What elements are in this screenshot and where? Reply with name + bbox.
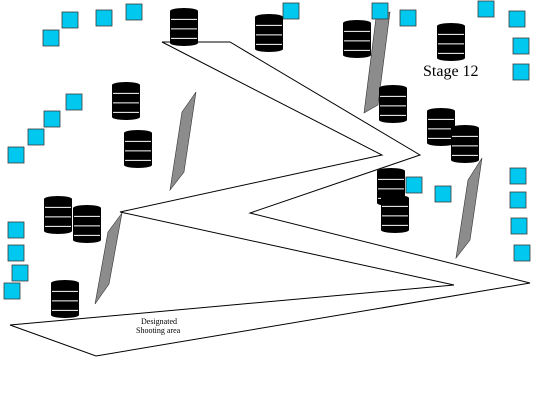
wall-panel: [169, 91, 197, 192]
target-icon: [125, 3, 143, 21]
barrel-icon: [427, 108, 455, 146]
target-icon: [434, 185, 452, 203]
target-icon: [27, 128, 45, 146]
designated-area-label-line1: Designated: [141, 317, 177, 326]
target-icon: [509, 167, 527, 185]
target-icon: [399, 9, 417, 27]
barrel-icon: [379, 85, 407, 123]
barrel-icon: [170, 8, 198, 46]
target-icon: [512, 37, 530, 55]
barrel-icon: [124, 130, 152, 168]
targets: [3, 0, 531, 300]
course-path: [9, 41, 531, 357]
target-icon: [43, 110, 61, 128]
barrel-icon: [255, 14, 283, 52]
barrel-icon: [51, 280, 79, 318]
target-icon: [405, 176, 423, 194]
target-icon: [7, 221, 25, 239]
target-icon: [65, 93, 83, 111]
barrel-icon: [437, 23, 465, 61]
target-icon: [7, 146, 25, 164]
target-icon: [371, 2, 389, 20]
barrel-icon: [73, 205, 101, 243]
designated-area-label-line2: Shooting area: [136, 326, 181, 335]
barrel-icon: [451, 125, 479, 163]
barrels: [44, 8, 479, 318]
target-icon: [42, 29, 60, 47]
target-icon: [11, 264, 29, 282]
target-icon: [3, 282, 21, 300]
barrel-icon: [343, 20, 371, 58]
target-icon: [512, 63, 530, 81]
target-icon: [509, 191, 527, 209]
target-icon: [95, 9, 113, 27]
barrel-icon: [44, 196, 72, 234]
target-icon: [513, 244, 531, 262]
wall-panel: [94, 212, 123, 305]
target-icon: [477, 0, 495, 18]
barrel-icon: [381, 195, 409, 233]
target-icon: [7, 244, 25, 262]
target-icon: [61, 11, 79, 29]
target-icon: [508, 10, 526, 28]
target-icon: [510, 217, 528, 235]
wall-panel: [455, 157, 483, 260]
stage-title: Stage 12: [423, 63, 479, 80]
target-icon: [282, 2, 300, 20]
barrel-icon: [112, 82, 140, 120]
